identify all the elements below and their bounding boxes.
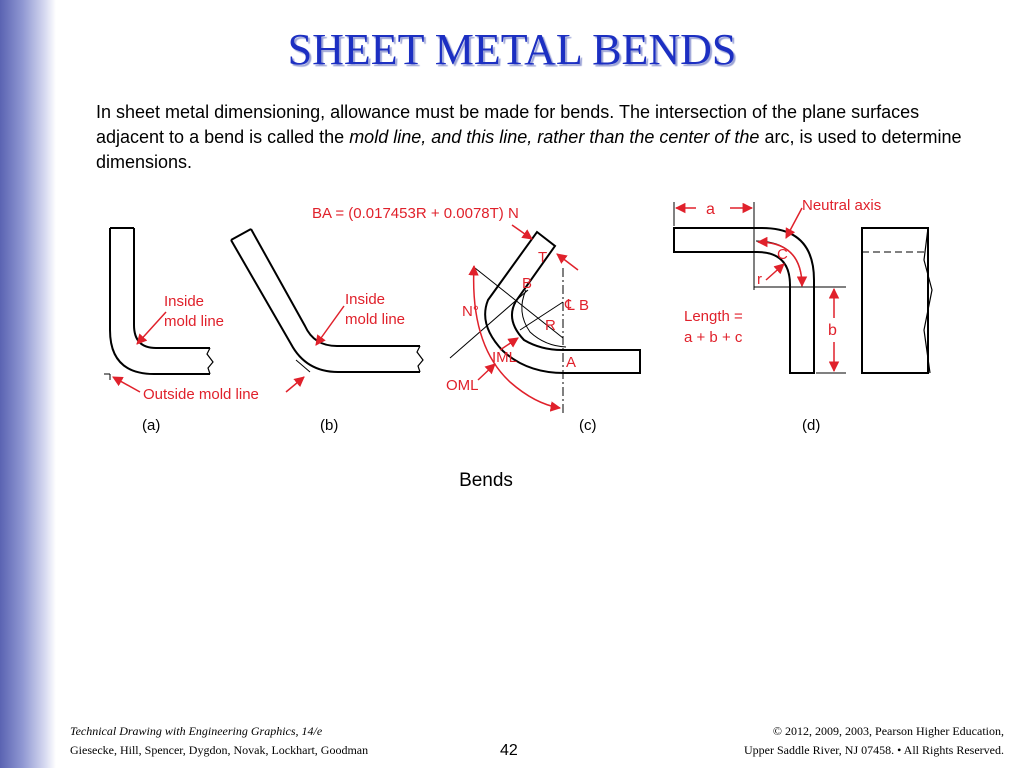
bend-b-break [416, 345, 424, 373]
page-number: 42 [500, 742, 518, 759]
bend-b-outline [230, 228, 420, 373]
bend-c-r-label: R [545, 317, 556, 334]
footer-left: Technical Drawing with Engineering Graph… [70, 722, 368, 760]
bend-allowance-formula: BA = (0.017453R + 0.0078T) N [312, 205, 519, 222]
bend-a-break [206, 347, 214, 375]
bend-d-r-arrow [765, 263, 785, 281]
bend-c-t-arrow-2 [556, 253, 579, 271]
side-gradient-bar [0, 0, 56, 768]
bend-b-inside-label-1: Inside [345, 291, 385, 308]
bend-c-oml-arrow [477, 363, 496, 381]
bend-c-iml-arrow [499, 337, 519, 351]
bend-c-b2-label: B [579, 297, 589, 314]
footer-book-title: Technical Drawing with Engineering Graph… [70, 724, 323, 738]
bend-d-label: (d) [802, 417, 820, 434]
bend-c: T B N° ℄ B R IML A OML (c) [446, 224, 641, 434]
intro-text-part1: In sheet metal dimensioning, allowance m… [96, 102, 920, 147]
bend-d-length-label-2: a + b + c [684, 329, 743, 346]
bend-d-r-label: r [757, 271, 762, 288]
bend-b-mold-line [295, 359, 311, 373]
bend-d-c-label: C [777, 246, 788, 263]
bend-c-iml-label: IML [492, 349, 517, 366]
slide-title: SHEET METAL BENDS [287, 25, 737, 74]
bend-d-c-arrow [756, 236, 808, 288]
bend-c-radius-line [519, 301, 564, 331]
bends-figure: BA = (0.017453R + 0.0078T) N Inside mold… [104, 197, 933, 434]
bend-c-neutral-arc [521, 289, 567, 348]
bend-a: Inside mold line Outside mold line (a) [104, 227, 305, 434]
figure-caption: Bends [459, 470, 513, 491]
bend-b-inside-arrow [315, 305, 345, 346]
bend-c-n-arc [468, 264, 562, 412]
bend-d-outline [673, 227, 815, 374]
bend-d-neutral-arrow [785, 207, 803, 239]
bend-d-neutral-label: Neutral axis [802, 197, 881, 214]
bend-a-outside-arrow-right [285, 376, 305, 393]
intro-text-italic: mold line, and this line, rather than th… [349, 127, 760, 147]
bend-d-b-label: b [828, 322, 837, 339]
bend-c-a-label: A [566, 354, 576, 371]
bend-d-length-label-1: Length = [684, 308, 743, 325]
bend-a-label: (a) [142, 417, 160, 434]
footer-copyright: © 2012, 2009, 2003, Pearson Higher Educa… [772, 724, 1004, 738]
bend-c-label: (c) [579, 417, 597, 434]
bend-a-outside-label: Outside mold line [143, 386, 259, 403]
bend-b: Inside mold line (b) [230, 228, 424, 434]
bend-d-a-label: a [706, 201, 715, 218]
bend-a-inside-label-1: Inside [164, 293, 204, 310]
bend-d: a Neutral axis C r Length = a + b + c b … [673, 197, 933, 434]
intro-text-part2: arc, is used to determine dimensions. [96, 127, 962, 172]
bend-c-oml-label: OML [446, 377, 479, 394]
bend-c-t-label: T [538, 249, 547, 266]
bend-a-inside-arrow [136, 311, 167, 345]
bend-b-label: (b) [320, 417, 338, 434]
bend-c-t-arrow-1 [511, 224, 533, 240]
bend-a-inside-label-2: mold line [164, 313, 224, 330]
intro-paragraph: In sheet metal dimensioning, allowance m… [96, 100, 976, 175]
footer-right: © 2012, 2009, 2003, Pearson Higher Educa… [744, 722, 1004, 760]
footer-address: Upper Saddle River, NJ 07458. • All Righ… [743, 743, 1004, 757]
bend-d-side-break [923, 227, 933, 374]
bend-a-outside-arrow-left [112, 376, 141, 393]
bend-b-inside-label-2: mold line [345, 311, 405, 328]
bend-c-n-label: N° [462, 303, 479, 320]
bend-c-b1-label: B [522, 275, 532, 292]
footer-authors: Giesecke, Hill, Spencer, Dygdon, Novak, … [70, 743, 369, 757]
bend-c-cl-label: ℄ [564, 297, 575, 314]
bend-d-side-view [861, 227, 929, 374]
